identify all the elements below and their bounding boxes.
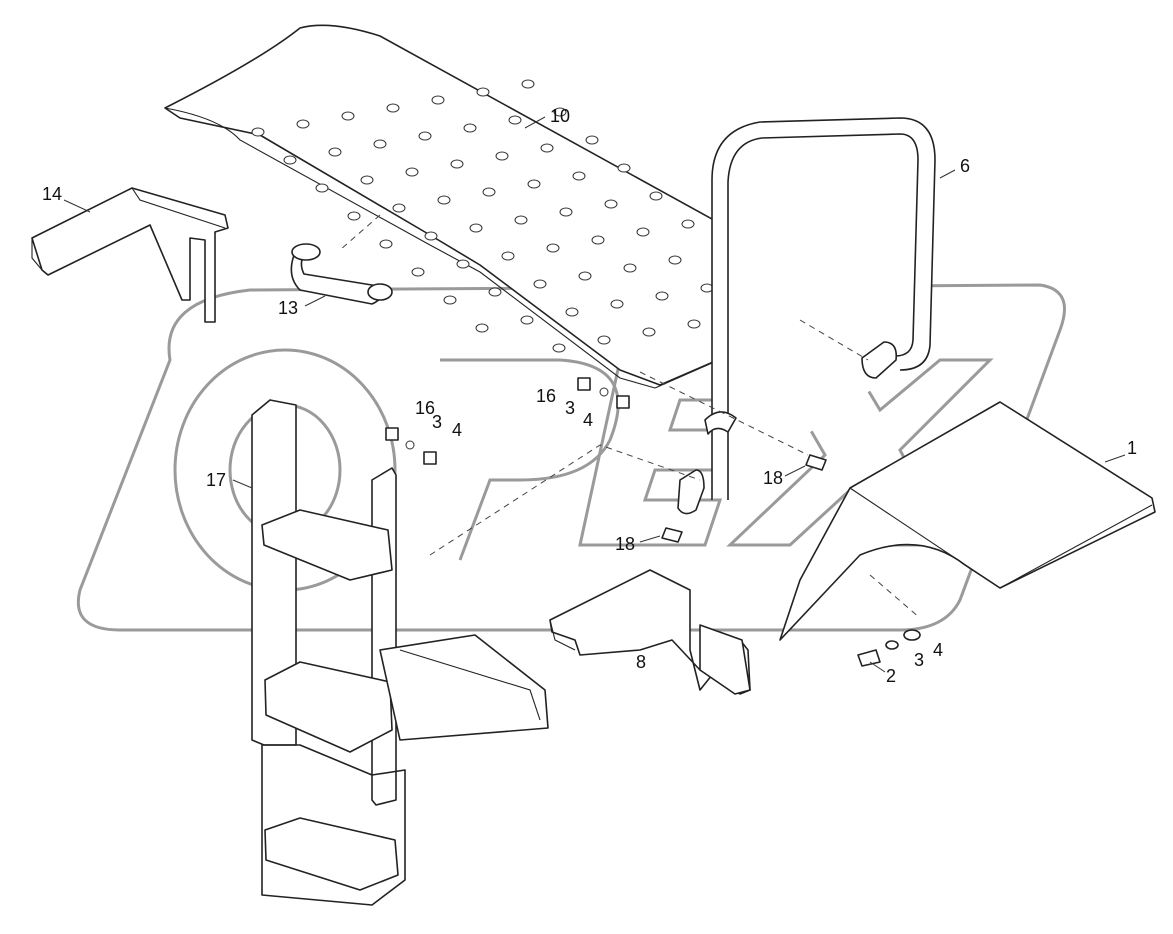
callout-18: 18 [763, 468, 783, 488]
perforation-hole [360, 175, 374, 185]
perforation-hole [617, 163, 631, 173]
assembly-lines [339, 214, 921, 619]
callout-1: 1 [1127, 438, 1137, 458]
perforation-hole [681, 219, 695, 229]
perforation-hole [456, 259, 470, 269]
perforation-hole [424, 231, 438, 241]
perforation-hole [501, 251, 515, 261]
perforation-hole [495, 151, 509, 161]
perforation-hole [508, 115, 522, 125]
perforation-hole [476, 87, 490, 97]
step-cover [779, 401, 1156, 641]
perforation-hole [565, 307, 579, 317]
perforation-hole [540, 143, 554, 153]
perforation-hole [623, 263, 637, 273]
callout-labels: 1 2 3 4 3 4 16 16 3 4 6 8 10 13 14 17 18… [42, 106, 1137, 686]
callout-14: 14 [42, 184, 62, 204]
perforation-hole [610, 299, 624, 309]
perforation-hole [533, 279, 547, 289]
perforation-hole [418, 131, 432, 141]
perforation-hole [463, 123, 477, 133]
perforation-hole [552, 343, 566, 353]
perforation-hole [520, 315, 534, 325]
callout-17: 17 [206, 470, 226, 490]
perforation-hole [347, 211, 361, 221]
perforation-hole [475, 323, 489, 333]
perforation-hole [443, 295, 457, 305]
perforation-hole [585, 135, 599, 145]
callout-3: 3 [432, 412, 442, 432]
perforation-hole [649, 191, 663, 201]
perforation-hole [559, 207, 573, 217]
callout-4: 4 [583, 410, 593, 430]
callout-2: 2 [886, 666, 896, 686]
perforation-hole [437, 195, 451, 205]
perforation-hole [604, 199, 618, 209]
perforation-hole [642, 327, 656, 337]
perforation-hole [591, 235, 605, 245]
leader-lines [63, 116, 1126, 673]
perforation-hole [521, 79, 535, 89]
callout-8: 8 [636, 652, 646, 672]
perforation-hole [469, 223, 483, 233]
perforation-hole [572, 171, 586, 181]
callout-6: 6 [960, 156, 970, 176]
perforation-hole [546, 243, 560, 253]
callout-16: 16 [415, 398, 435, 418]
perforation-hole [431, 95, 445, 105]
callout-3: 3 [914, 650, 924, 670]
perforation-hole [315, 183, 329, 193]
perforation-hole [597, 335, 611, 345]
perforation-hole [328, 147, 342, 157]
perforation-hole [405, 167, 419, 177]
callout-18: 18 [615, 534, 635, 554]
perforation-hole [636, 227, 650, 237]
perforation-hole [687, 319, 701, 329]
perforation-hole [450, 159, 464, 169]
callout-4: 4 [452, 420, 462, 440]
perforation-hole [283, 155, 297, 165]
callout-16: 16 [536, 386, 556, 406]
callout-13: 13 [278, 298, 298, 318]
perforation-hole [655, 291, 669, 301]
step-mounting-bracket [549, 569, 751, 695]
callout-3: 3 [565, 398, 575, 418]
callout-4: 4 [933, 640, 943, 660]
ladder-assembly [251, 399, 549, 906]
perforation-hole [411, 267, 425, 277]
perforation-hole [527, 179, 541, 189]
perforation-hole [553, 107, 567, 117]
step-handle [290, 243, 393, 305]
perforation-hole [386, 103, 400, 113]
callout-10: 10 [550, 106, 570, 126]
perforation-hole [578, 271, 592, 281]
perforation-hole [251, 127, 265, 137]
perforation-hole [514, 215, 528, 225]
perforation-hole [379, 239, 393, 249]
perforation-hole [482, 187, 496, 197]
perforation-hole [668, 255, 682, 265]
perforation-hole [296, 119, 310, 129]
grab-handle-rail [677, 117, 936, 515]
perforation-hole [488, 287, 502, 297]
perforation-hole [373, 139, 387, 149]
perforation-hole [392, 203, 406, 213]
fasteners [385, 377, 921, 667]
support-bracket [31, 187, 229, 323]
perforation-hole [341, 111, 355, 121]
